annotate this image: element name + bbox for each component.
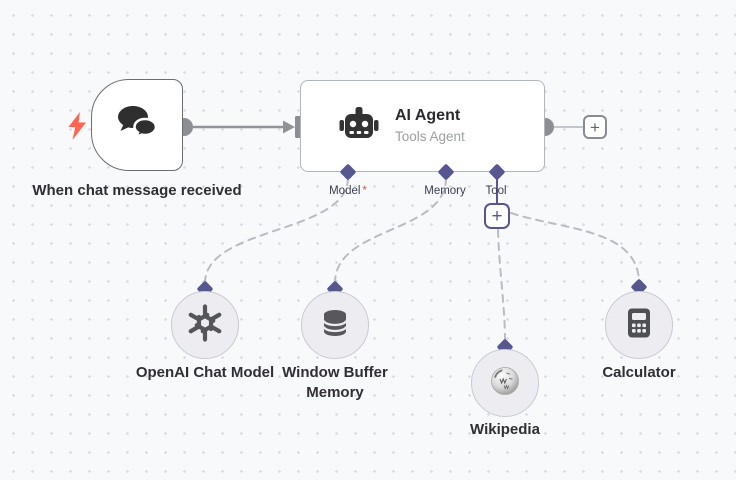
wire-tool-to-wikipedia [497, 229, 506, 342]
agent-subtitle: Tools Agent [395, 129, 465, 145]
database-icon [318, 306, 352, 345]
wikipedia-globe-icon [489, 365, 521, 402]
tool-port-label: Tool [485, 185, 507, 197]
wire-arrowhead [283, 120, 295, 134]
plus-icon: + [590, 117, 600, 137]
node-ai-agent[interactable]: AI Agent Tools Agent [300, 80, 545, 172]
wikipedia-node-label: Wikipedia [470, 421, 540, 438]
wire-tool-to-calculator [510, 212, 640, 284]
lightning-trigger-icon [66, 112, 88, 140]
required-asterisk: * [362, 185, 367, 197]
add-tool-button[interactable]: + [484, 203, 510, 229]
calculator-icon [622, 306, 656, 345]
plus-icon: + [491, 205, 503, 227]
node-openai-chat-model[interactable] [171, 291, 239, 359]
node-window-buffer-memory[interactable] [301, 291, 369, 359]
trigger-node-label: When chat message received [32, 182, 242, 199]
memory-port-label: Memory [424, 185, 466, 197]
node-wikipedia[interactable] [471, 349, 539, 417]
robot-icon [339, 104, 379, 149]
openai-node-label: OpenAI Chat Model [135, 364, 275, 381]
model-port-label: Model* [329, 185, 367, 197]
add-next-node-button[interactable]: + [583, 115, 607, 139]
chat-bubbles-icon [114, 101, 160, 150]
node-when-chat-message-received[interactable] [91, 79, 183, 171]
node-calculator[interactable] [605, 291, 673, 359]
buffer-memory-node-label: Window Buffer Memory [282, 364, 388, 402]
agent-title: AI Agent [395, 107, 461, 125]
openai-logo-icon [183, 301, 227, 350]
calculator-node-label: Calculator [602, 364, 676, 381]
